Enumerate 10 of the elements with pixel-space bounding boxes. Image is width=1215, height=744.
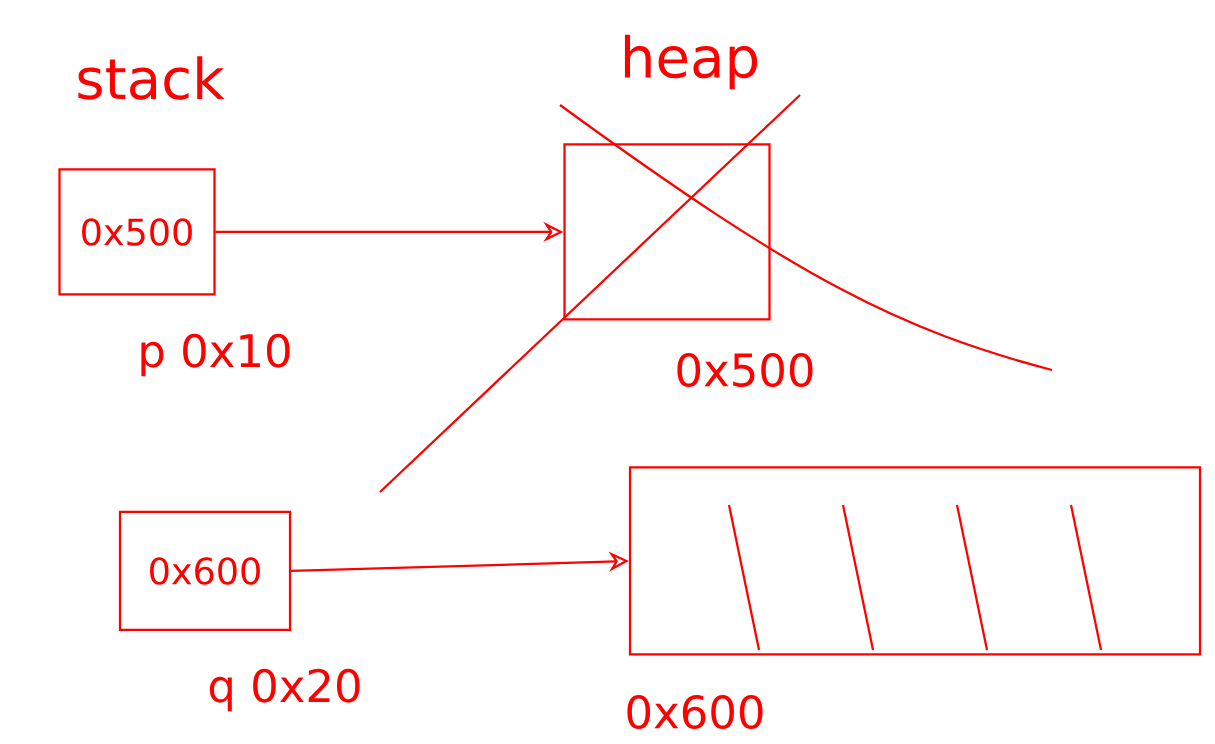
region-label: stack (78, 56, 225, 100)
address-label: 0x600 (627, 695, 763, 729)
address-label: q 0x20 (209, 668, 360, 712)
memory-box: 0x600 (118, 510, 292, 632)
address-label: 0x500 (677, 353, 813, 387)
address-label: p 0x10 (141, 333, 290, 377)
region-label: heap (624, 34, 758, 90)
memory-box (563, 143, 771, 321)
array-box (628, 466, 1202, 656)
memory-box: 0x500 (58, 168, 216, 296)
